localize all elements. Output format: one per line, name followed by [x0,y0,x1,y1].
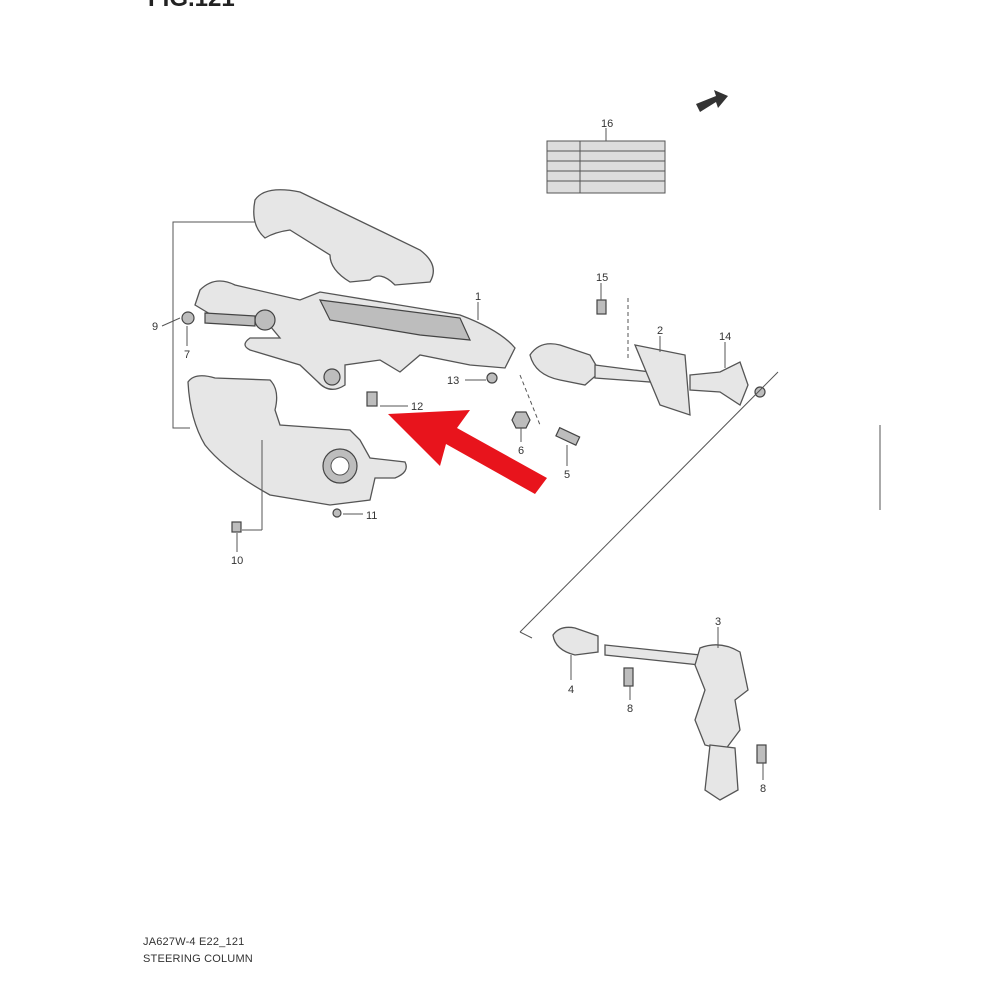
figure-caption: STEERING COLUMN [143,953,253,965]
part-3-lower-shaft [604,627,749,801]
part-16-label-plate [546,128,666,194]
callout-8-lower: 8 [760,783,766,795]
part-8-bolt-lower [756,744,767,780]
part-8-bolt [623,667,634,700]
part-7-bolt [181,311,195,346]
front-direction-icon [696,90,728,112]
callout-10: 10 [231,555,243,567]
part-6-nut [511,411,531,442]
part-4-joint [552,626,599,680]
highlight-arrow [388,410,547,494]
part-2-universal-joint [529,343,691,416]
figure-code: JA627W-4 E22_121 [143,936,245,948]
callout-3: 3 [715,616,721,628]
part-15-bolt [596,283,607,315]
upper-column-cover [253,189,434,286]
part-1-steering-column [194,280,516,390]
callout-13: 13 [447,375,459,387]
callout-9: 9 [152,321,158,333]
callout-5: 5 [564,469,570,481]
part-13-screw [465,372,498,384]
figure-title: FIG.121 [148,0,235,12]
callout-15: 15 [596,272,608,284]
callout-12: 12 [411,401,423,413]
callout-14: 14 [719,331,731,343]
callout-1: 1 [475,291,481,303]
callout-11: 11 [366,510,377,522]
callout-7: 7 [184,349,190,361]
part-14-boot [689,361,766,406]
callout-6: 6 [518,445,524,457]
part-11-screw [332,508,363,518]
callout-2: 2 [657,325,663,337]
callout-16: 16 [601,118,613,130]
callout-4: 4 [568,684,574,696]
part-5-bolt [555,426,581,466]
callout-8: 8 [627,703,633,715]
part-10-bolt [231,440,263,552]
part-12-clip [366,391,408,407]
